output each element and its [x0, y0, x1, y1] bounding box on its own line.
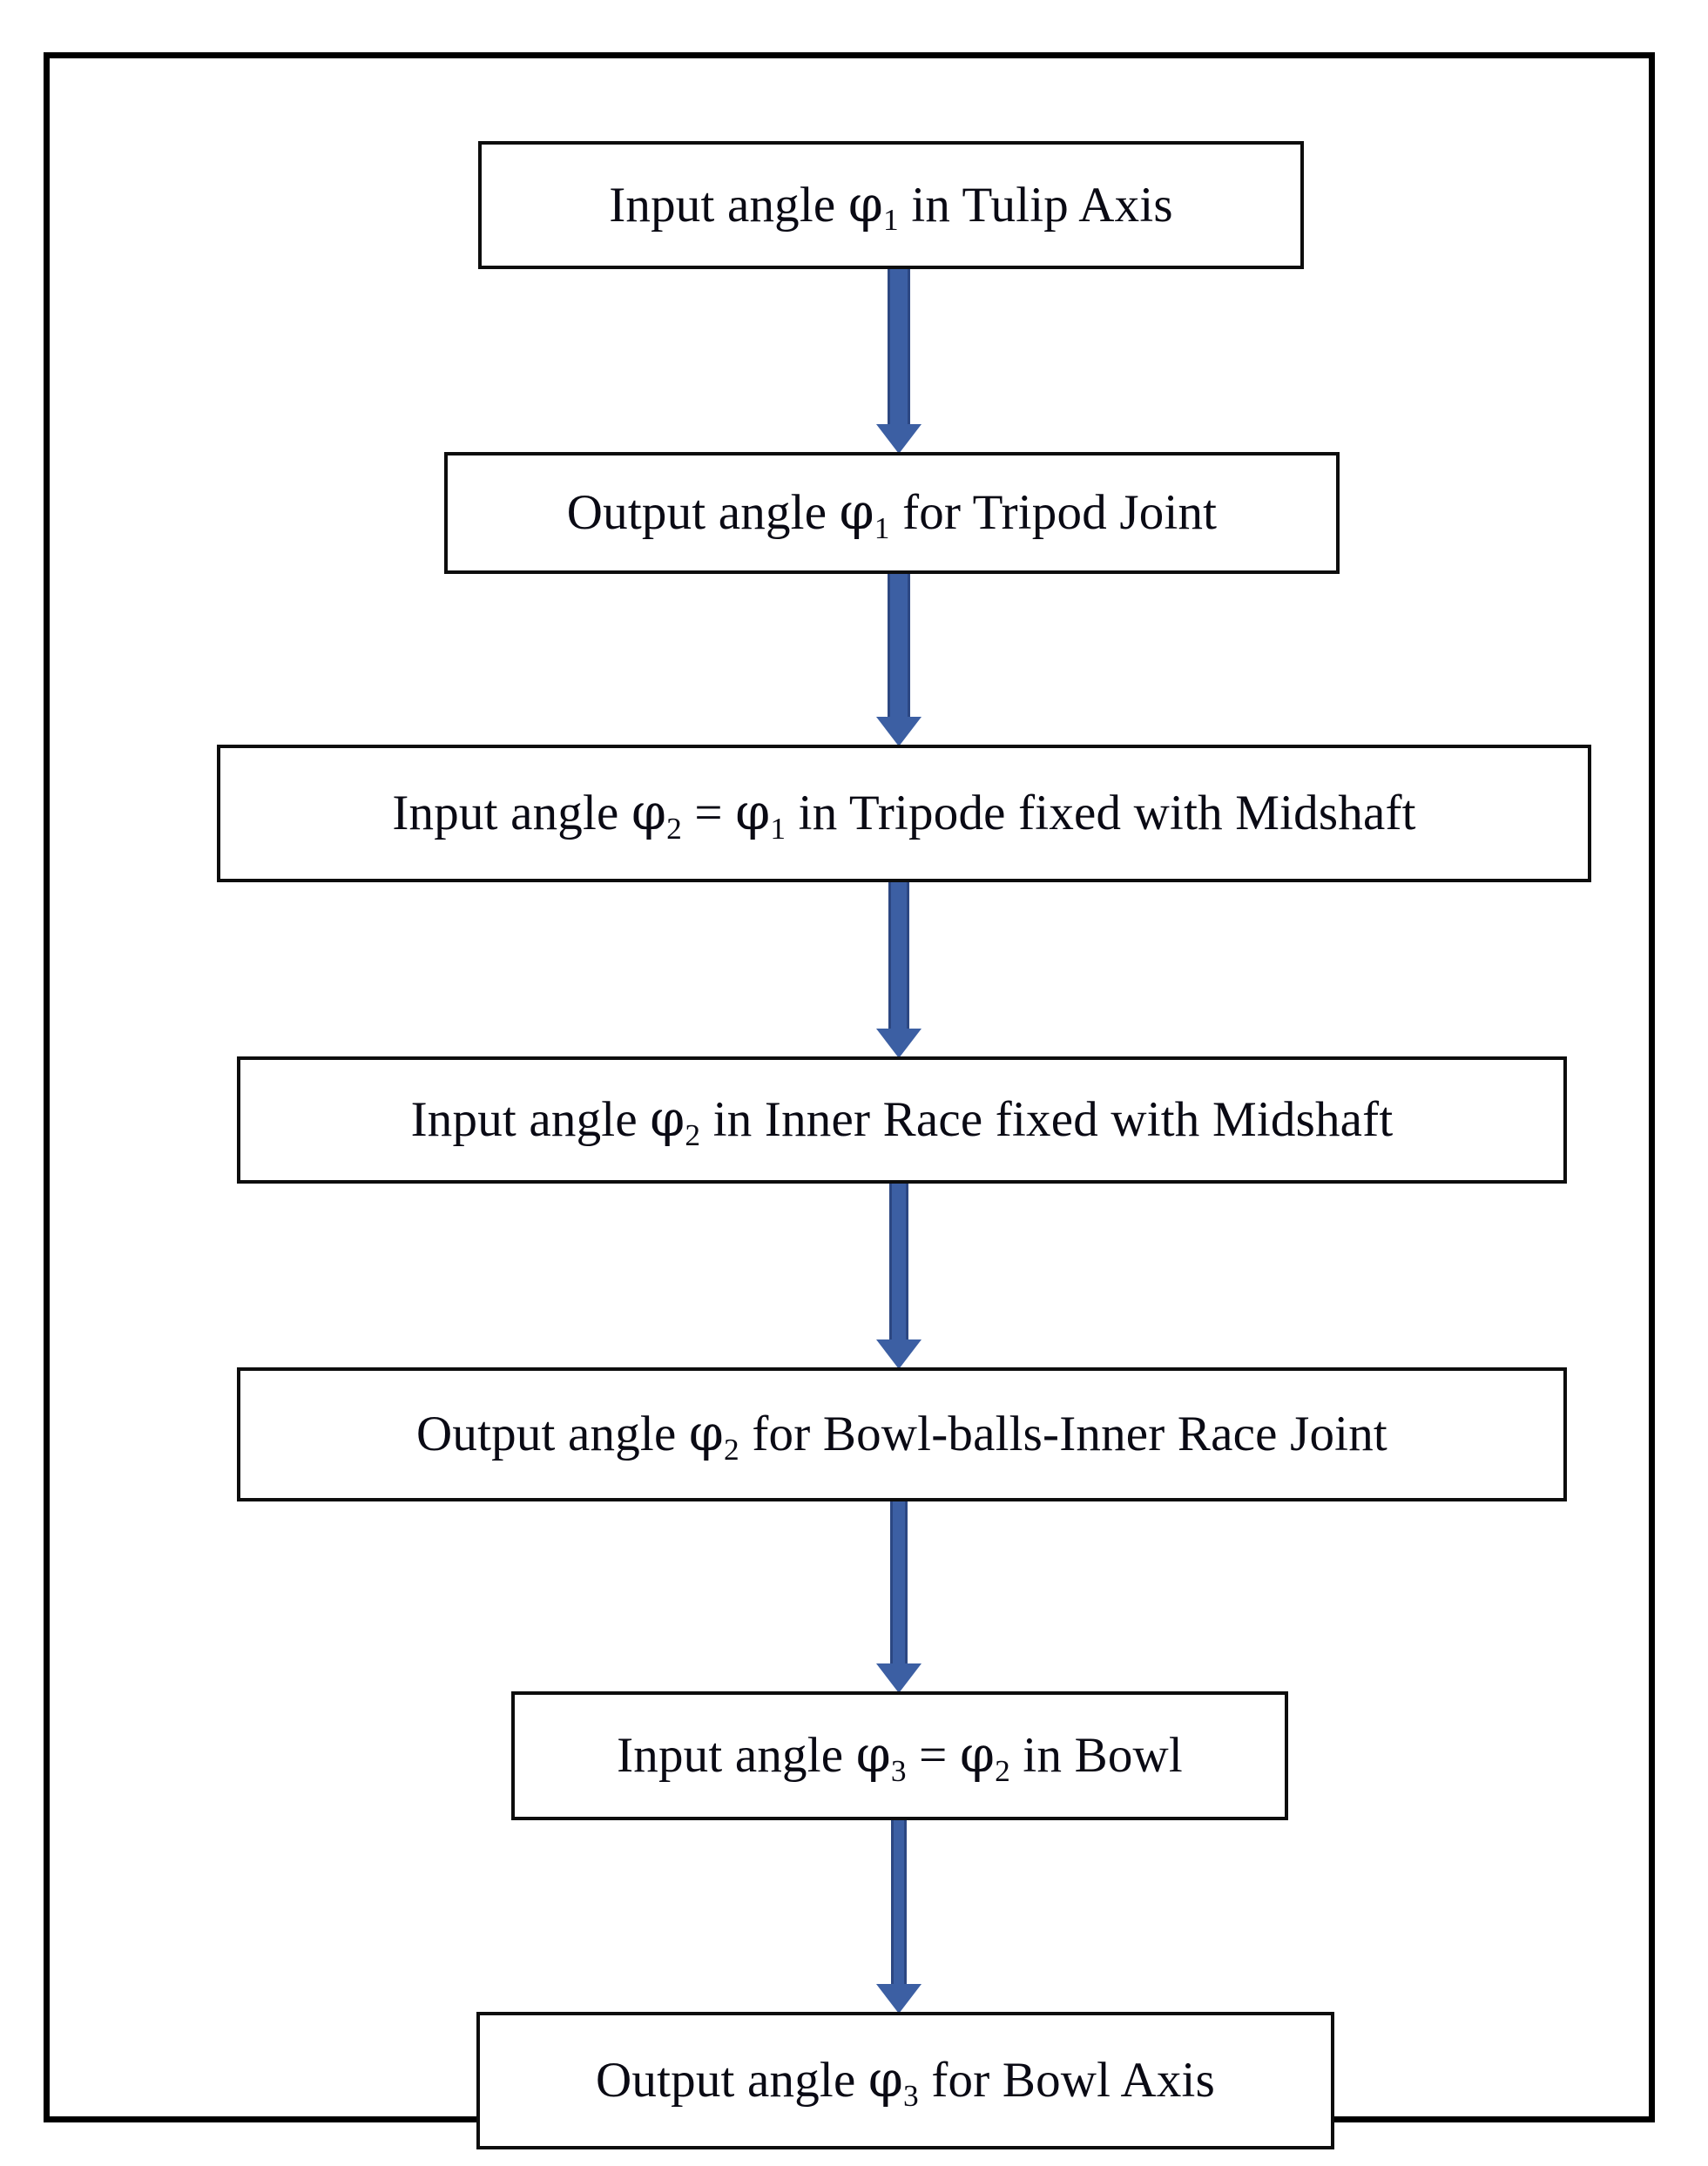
arrow-shaft [890, 1501, 908, 1667]
flow-arrow-down-icon-1 [874, 269, 923, 454]
flow-node-label: Output angle φ2 for Bowl-balls-Inner Rac… [408, 1405, 1396, 1465]
flow-arrow-down-icon-2 [874, 574, 923, 746]
flow-node-input-inner-race-midshaft[interactable]: Input angle φ2 in Inner Race fixed with … [237, 1056, 1567, 1184]
flow-node-label: Input angle φ3 = φ2 in Bowl [608, 1728, 1192, 1786]
node-7-suffix: for Bowl Axis [918, 2053, 1215, 2109]
arrow-head [876, 1339, 922, 1369]
node-3-phi-subscript-2: 1 [770, 811, 786, 846]
flow-node-label: Input angle φ2 in Inner Race fixed with … [402, 1092, 1402, 1150]
flow-node-input-tulip-axis[interactable]: Input angle φ1 in Tulip Axis [478, 141, 1304, 269]
node-2-phi-subscript: 1 [874, 510, 890, 545]
flow-node-label: Input angle φ1 in Tulip Axis [600, 175, 1182, 236]
node-7-prefix: Output angle [596, 2053, 868, 2109]
node-6-phi-subscript-2: 2 [995, 1753, 1010, 1788]
flow-node-input-bowl[interactable]: Input angle φ3 = φ2 in Bowl [511, 1691, 1288, 1820]
node-6-phi-subscript: 3 [890, 1753, 907, 1788]
arrow-head [876, 1663, 922, 1693]
node-2-phi-symbol: φ [839, 483, 874, 542]
node-3-phi-subscript: 2 [666, 811, 682, 846]
node-5-suffix: for Bowl-balls-Inner Race Joint [739, 1407, 1387, 1462]
node-3-suffix: in Tripode fixed with Midshaft [786, 786, 1416, 841]
node-3-prefix: Input angle [392, 786, 631, 841]
flow-arrow-down-icon-6 [874, 1820, 923, 2014]
node-5-phi-subscript: 2 [724, 1432, 739, 1467]
arrow-head [876, 424, 922, 454]
node-5-phi-symbol: φ [688, 1405, 725, 1463]
flow-arrow-down-icon-4 [874, 1184, 923, 1369]
arrow-shaft [888, 269, 910, 426]
node-1-phi-subscript: 1 [883, 203, 899, 238]
flow-node-output-bowl-balls-inner-race-joint[interactable]: Output angle φ2 for Bowl-balls-Inner Rac… [237, 1367, 1567, 1501]
flow-node-output-bowl-axis[interactable]: Output angle φ3 for Bowl Axis [476, 2012, 1334, 2149]
node-6-prefix: Input angle [617, 1728, 856, 1784]
arrow-shaft [888, 882, 909, 1030]
flow-node-output-tripod-joint[interactable]: Output angle φ1 for Tripod Joint [444, 452, 1340, 574]
node-3-phi-symbol-2: φ [735, 784, 771, 842]
arrow-head [876, 1984, 922, 2014]
node-4-phi-symbol: φ [650, 1090, 685, 1149]
arrow-shaft [889, 1184, 908, 1341]
node-3-phi-symbol: φ [631, 784, 667, 842]
flow-node-label: Output angle φ1 for Tripod Joint [558, 485, 1225, 543]
node-1-prefix: Input angle [609, 177, 848, 233]
node-6-relation: = [906, 1728, 960, 1784]
flow-arrow-down-icon-5 [874, 1501, 923, 1693]
flow-node-label: Output angle φ3 for Bowl Axis [587, 2053, 1224, 2111]
node-1-phi-symbol: φ [847, 175, 883, 233]
arrow-head [876, 717, 922, 746]
diagram-frame: Input angle φ1 in Tulip Axis Output angl… [44, 52, 1655, 2149]
node-4-suffix: in Inner Race fixed with Midshaft [700, 1092, 1394, 1148]
arrow-shaft [891, 1820, 907, 1987]
node-7-phi-subscript: 3 [903, 2078, 919, 2113]
node-6-phi-symbol: φ [855, 1726, 891, 1785]
flow-arrow-down-icon-3 [874, 882, 923, 1058]
arrow-shaft [888, 574, 910, 719]
arrow-head [876, 1029, 922, 1058]
node-1-suffix: in Tulip Axis [898, 177, 1173, 233]
node-7-phi-symbol: φ [868, 2051, 904, 2109]
node-5-prefix: Output angle [416, 1407, 689, 1462]
node-4-prefix: Input angle [410, 1092, 651, 1148]
node-4-phi-subscript: 2 [685, 1117, 701, 1152]
flow-node-label: Input angle φ2 = φ1 in Tripode fixed wit… [383, 784, 1424, 844]
flow-node-input-tripode-midshaft[interactable]: Input angle φ2 = φ1 in Tripode fixed wit… [217, 745, 1591, 882]
node-3-relation: = [681, 786, 736, 841]
node-6-phi-symbol-2: φ [959, 1726, 996, 1785]
node-2-suffix: for Tripod Joint [889, 485, 1218, 541]
node-6-suffix: in Bowl [1009, 1728, 1183, 1784]
node-2-prefix: Output angle [566, 485, 840, 541]
